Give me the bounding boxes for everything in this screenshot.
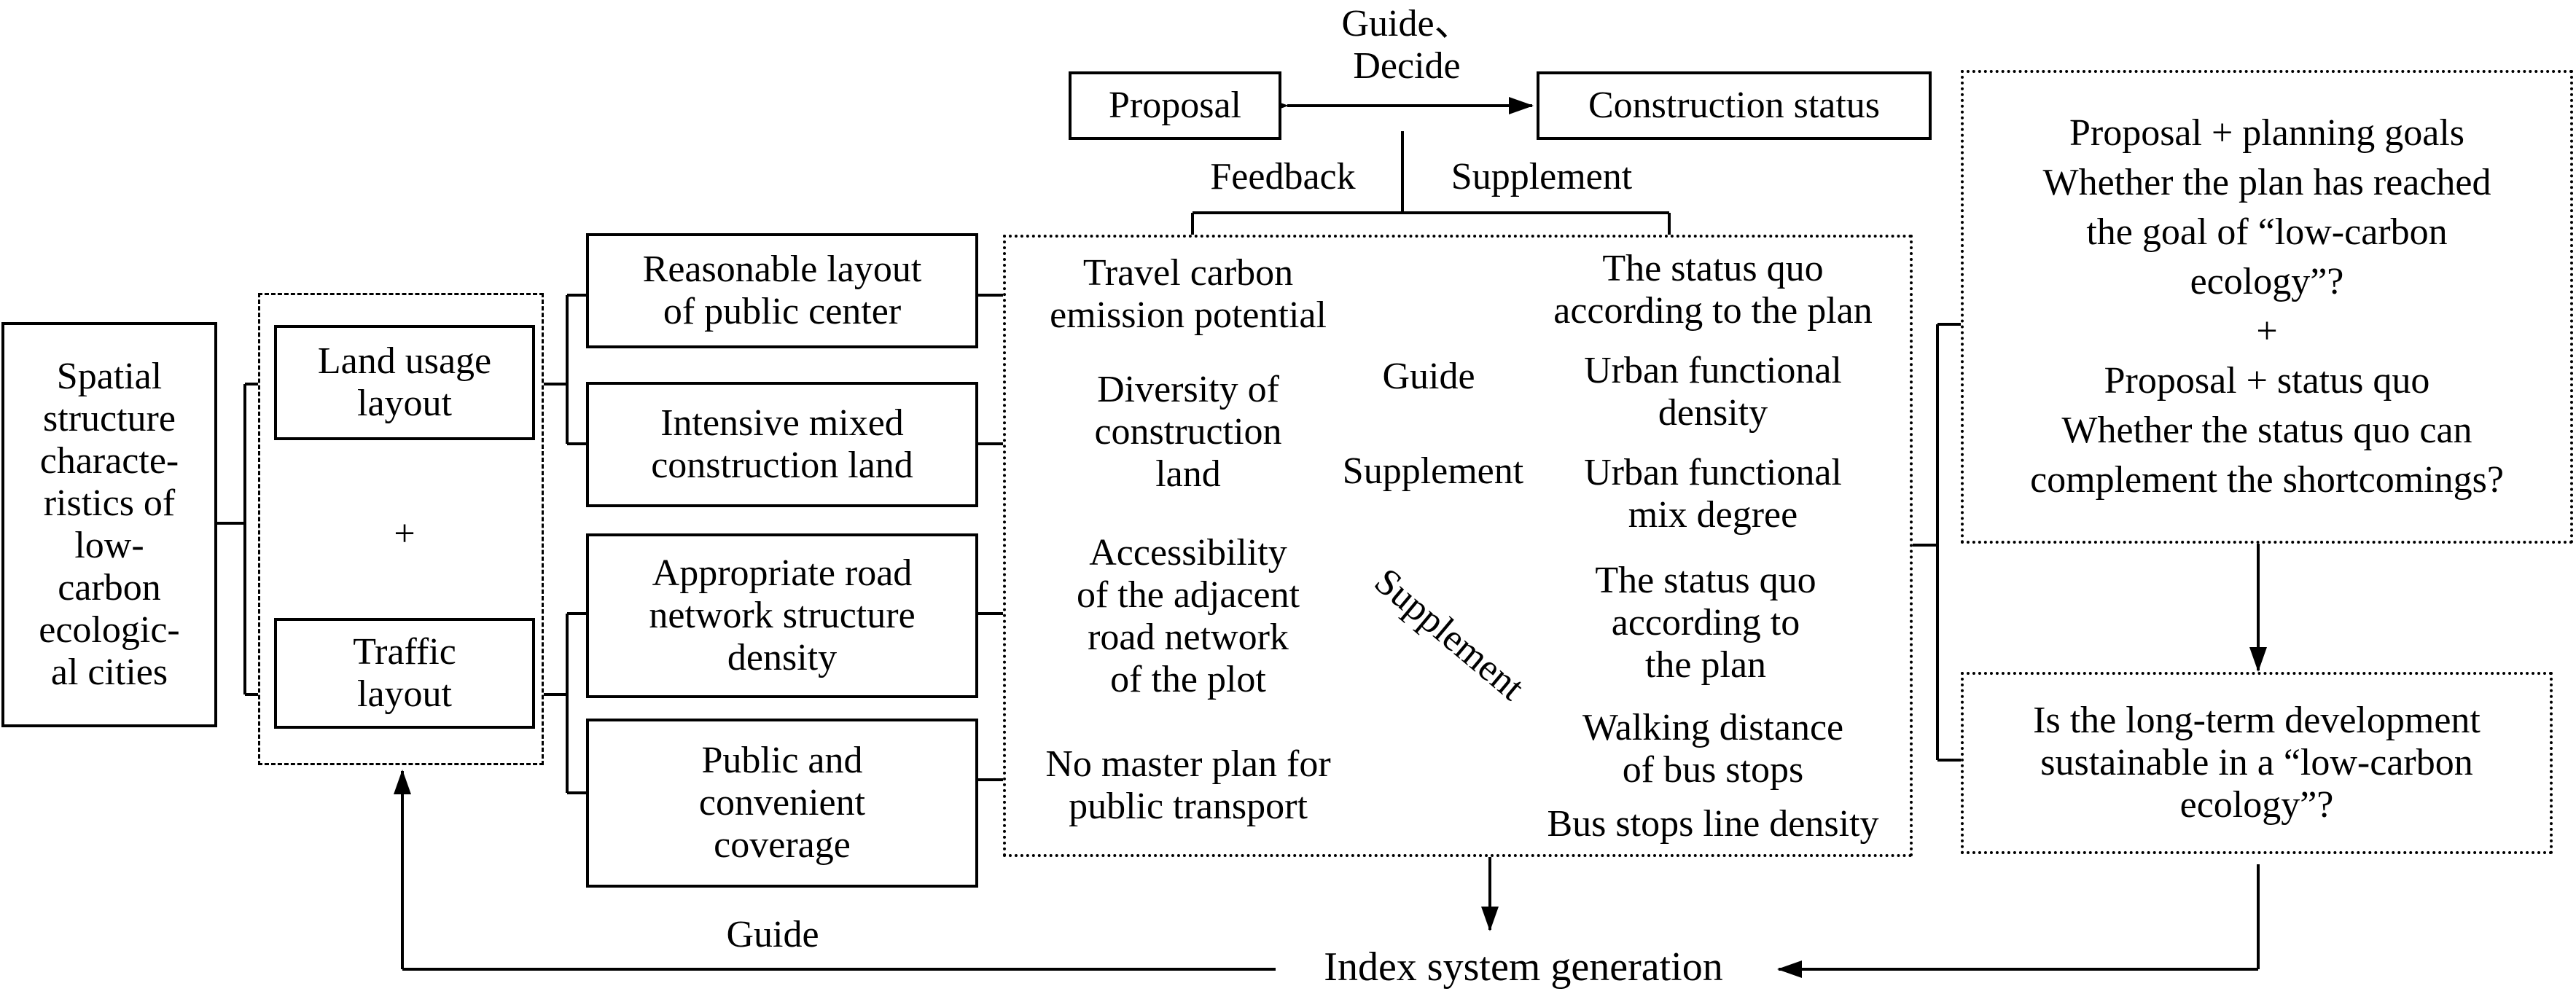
status-quo-indicator-2: The status quo according to the plan — [1595, 560, 1816, 686]
mixed-land-label: Intensive mixed construction land — [651, 402, 913, 486]
feedback-label: Feedback — [1210, 156, 1356, 197]
line-density-indicator: Bus stops line density — [1547, 803, 1879, 845]
indicator-box — [1003, 235, 1913, 857]
public-center-label: Reasonable layout of public center — [642, 248, 922, 332]
accessibility-indicator: Accessibility of the adjacent road netwo… — [1076, 532, 1300, 700]
proposal-label: Proposal — [1109, 85, 1241, 126]
land-usage-layout-box: Land usage layout — [274, 325, 535, 440]
plus-sign: + — [394, 513, 415, 555]
supplement-top-label: Supplement — [1451, 156, 1633, 197]
traffic-layout-box: Traffic layout — [274, 618, 535, 729]
diversity-indicator: Diversity of construction land — [1094, 369, 1282, 495]
bottom-guide-label: Guide — [726, 914, 819, 955]
guide-decide-label: Guide、 Decide — [1341, 3, 1472, 87]
construction-status-box: Construction status — [1537, 71, 1932, 140]
travel-carbon-indicator: Travel carbon emission potential — [1050, 252, 1327, 336]
goals-box: Proposal + planning goals Whether the pl… — [1961, 70, 2573, 544]
land-usage-layout-label: Land usage layout — [317, 340, 492, 424]
sustainable-label: Is the long-term development sustainable… — [2033, 700, 2481, 826]
functional-mix-indicator: Urban functional mix degree — [1584, 452, 1842, 536]
mixed-land-box: Intensive mixed construction land — [586, 382, 978, 507]
public-coverage-box: Public and convenient coverage — [586, 719, 978, 888]
public-coverage-label: Public and convenient coverage — [698, 740, 866, 866]
goals-label: Proposal + planning goals Whether the pl… — [2030, 112, 2504, 501]
road-network-box: Appropriate road network structure densi… — [586, 533, 978, 698]
road-network-label: Appropriate road network structure densi… — [649, 552, 916, 678]
index-system-label: Index system generation — [1324, 944, 1723, 990]
traffic-layout-label: Traffic layout — [353, 631, 456, 715]
construction-status-label: Construction status — [1588, 85, 1881, 126]
spatial-structure-box: Spatial structure characte- ristics of l… — [1, 322, 217, 727]
public-center-box: Reasonable layout of public center — [586, 233, 978, 348]
inner-guide-label: Guide — [1382, 356, 1475, 397]
sustainable-box: Is the long-term development sustainable… — [1961, 672, 2553, 854]
proposal-box: Proposal — [1069, 71, 1281, 140]
no-master-plan-indicator: No master plan for public transport — [1045, 743, 1331, 827]
status-quo-indicator-1: The status quo according to the plan — [1553, 248, 1873, 332]
inner-supplement-label: Supplement — [1342, 450, 1524, 492]
walking-distance-indicator: Walking distance of bus stops — [1582, 707, 1844, 791]
functional-density-indicator: Urban functional density — [1584, 350, 1842, 434]
spatial-structure-label: Spatial structure characte- ristics of l… — [39, 356, 180, 693]
